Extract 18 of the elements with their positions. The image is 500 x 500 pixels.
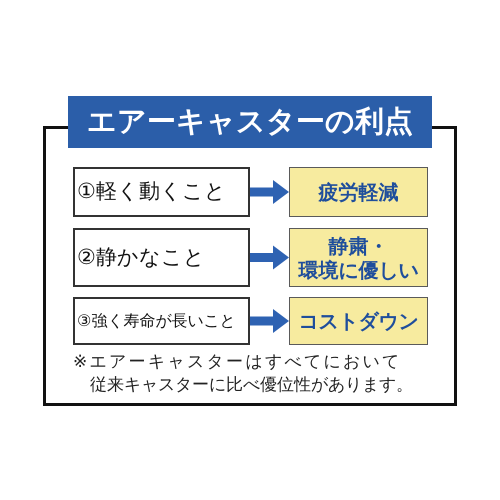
feature-text: ②静かなこと (77, 244, 205, 270)
feature-text: ③強く寿命が長いこと (77, 311, 236, 331)
feature-box (73, 228, 250, 287)
benefit-box (289, 297, 428, 345)
arrow (250, 246, 289, 270)
arrow (250, 180, 289, 204)
feature-text: ①軽く動くこと (77, 179, 226, 205)
benefit-text: 疲労軽減 (318, 180, 398, 204)
benefit-text: コストダウン (298, 309, 418, 333)
benefit-box (289, 228, 428, 287)
benefit-box (289, 167, 428, 217)
note-text: ※エアーキャスターはすべてにおいて従来キャスターに比べ優位性があります。 (73, 351, 414, 397)
arrow (250, 309, 289, 333)
feature-box (73, 167, 250, 217)
frame-panel (43, 96, 457, 406)
feature-box (73, 297, 250, 345)
benefit-text: 静粛・環境に優しい (297, 234, 420, 282)
title-band: エアーキャスターの利点 (68, 96, 432, 148)
